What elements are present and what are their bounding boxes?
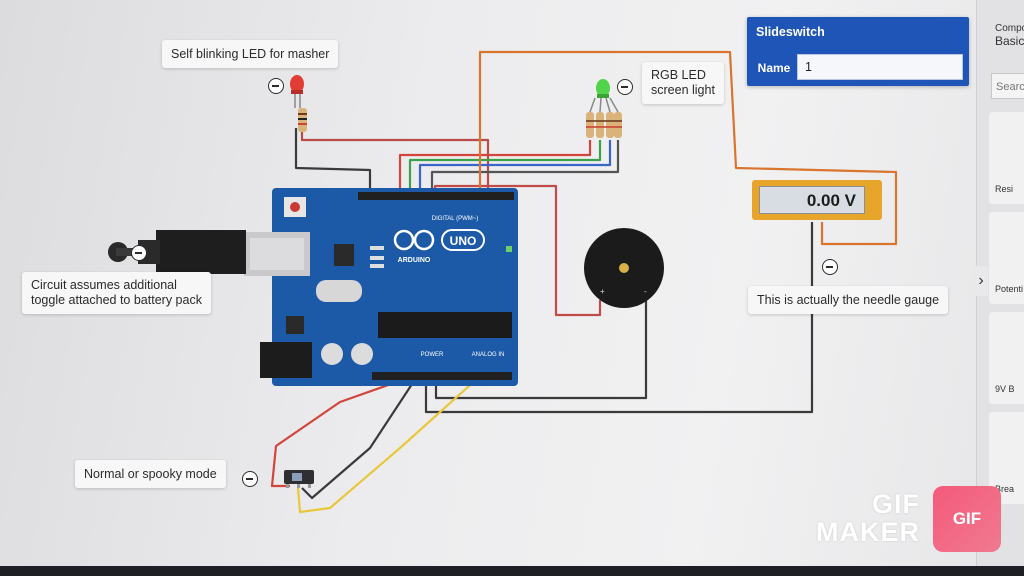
wire-rgb-blue[interactable] <box>418 140 612 198</box>
arduino-brand-text: ARDUINO <box>398 257 431 264</box>
voltmeter[interactable]: 0.00 V <box>752 180 882 220</box>
note-rgb-led[interactable]: RGB LED screen light <box>642 62 724 104</box>
watermark-line2: MAKER <box>816 517 920 547</box>
note-led-masher[interactable]: Self blinking LED for masher <box>162 40 339 68</box>
digital-header-label: DIGITAL (PWM~) <box>432 216 479 222</box>
wire-rgb-common[interactable] <box>430 140 620 198</box>
led-resistor[interactable] <box>298 108 307 132</box>
wire-voltmeter-ground[interactable] <box>424 222 814 414</box>
component-card-potentiometer[interactable]: Potenti <box>989 212 1024 304</box>
components-header-line1: Compo <box>995 23 1024 34</box>
svg-text:-: - <box>644 287 647 296</box>
components-header[interactable]: Compo Basic <box>995 23 1024 47</box>
gif-maker-watermark: GIF MAKER <box>816 490 920 546</box>
wire-buzzer-ground[interactable] <box>434 300 648 400</box>
note-battery-line2: toggle attached to battery pack <box>31 293 202 307</box>
expand-panel-chevron-icon[interactable]: › <box>974 266 988 296</box>
component-card-battery[interactable]: 9V B <box>989 312 1024 404</box>
note-needle-gauge[interactable]: This is actually the needle gauge <box>748 286 949 314</box>
arduino-model-text: UNO <box>450 234 477 248</box>
battery-plug[interactable] <box>108 230 246 274</box>
component-card-label: Resi <box>995 184 1014 194</box>
note-needle-gauge-text: This is actually the needle gauge <box>757 293 940 307</box>
collapse-note-switch-icon[interactable] <box>242 471 258 487</box>
note-switch-mode-text: Normal or spooky mode <box>84 467 217 481</box>
name-field-label: Name <box>752 55 796 81</box>
power-header-label: POWER <box>421 352 444 358</box>
wire-switch-power[interactable] <box>270 376 409 488</box>
analog-header-label: ANALOG IN <box>472 352 505 358</box>
watermark-line1: GIF <box>872 489 920 519</box>
note-battery[interactable]: Circuit assumes additional toggle attach… <box>22 272 211 314</box>
svg-text:+: + <box>600 287 605 296</box>
name-field[interactable]: 1 <box>797 54 963 80</box>
component-inspector: Slideswitch Name 1 <box>747 17 969 86</box>
wire-switch-ground[interactable] <box>301 377 417 500</box>
components-header-line2: Basic <box>995 34 1024 48</box>
wire-switch-signal[interactable] <box>296 377 479 514</box>
component-card-label: 9V B <box>995 384 1015 394</box>
component-card-resistor[interactable]: Resi <box>989 112 1024 204</box>
component-search-input[interactable]: Searc <box>991 73 1024 99</box>
wire-led-ground[interactable] <box>294 128 372 198</box>
collapse-note-battery-icon[interactable] <box>131 245 147 261</box>
note-battery-line1: Circuit assumes additional <box>31 278 177 292</box>
collapse-note-led-icon[interactable] <box>268 78 284 94</box>
screen-bezel <box>0 566 1024 576</box>
components-panel: › Compo Basic Searc Resi Potenti 9V B Br… <box>974 0 1024 566</box>
wire-rgb-green[interactable] <box>408 140 602 198</box>
voltmeter-display: 0.00 V <box>759 186 865 214</box>
collapse-note-rgb-icon[interactable] <box>617 79 633 95</box>
note-switch-mode[interactable]: Normal or spooky mode <box>75 460 226 488</box>
component-card-label: Brea <box>995 484 1015 494</box>
wire-voltmeter-positive[interactable] <box>478 50 898 246</box>
wire-rgb-red[interactable] <box>398 140 592 198</box>
note-rgb-line2: screen light <box>651 83 715 97</box>
rgb-led[interactable] <box>589 79 619 113</box>
wire-led-signal[interactable] <box>300 128 490 198</box>
arduino-uno-board[interactable]: ARDUINO UNO DIGITAL (PWM~) POWER ANALOG … <box>244 188 518 386</box>
collapse-note-gauge-icon[interactable] <box>822 259 838 275</box>
note-rgb-line1: RGB LED <box>651 68 706 82</box>
slide-switch[interactable] <box>284 470 314 488</box>
rgb-resistors[interactable] <box>586 112 622 138</box>
component-card-label: Potenti <box>995 284 1024 294</box>
inspector-title: Slideswitch <box>756 25 825 39</box>
note-led-masher-text: Self blinking LED for masher <box>171 47 330 61</box>
red-led[interactable] <box>290 75 304 108</box>
piezo-buzzer[interactable]: + - <box>584 228 664 308</box>
gif-maker-logo: GIF <box>933 486 1001 552</box>
